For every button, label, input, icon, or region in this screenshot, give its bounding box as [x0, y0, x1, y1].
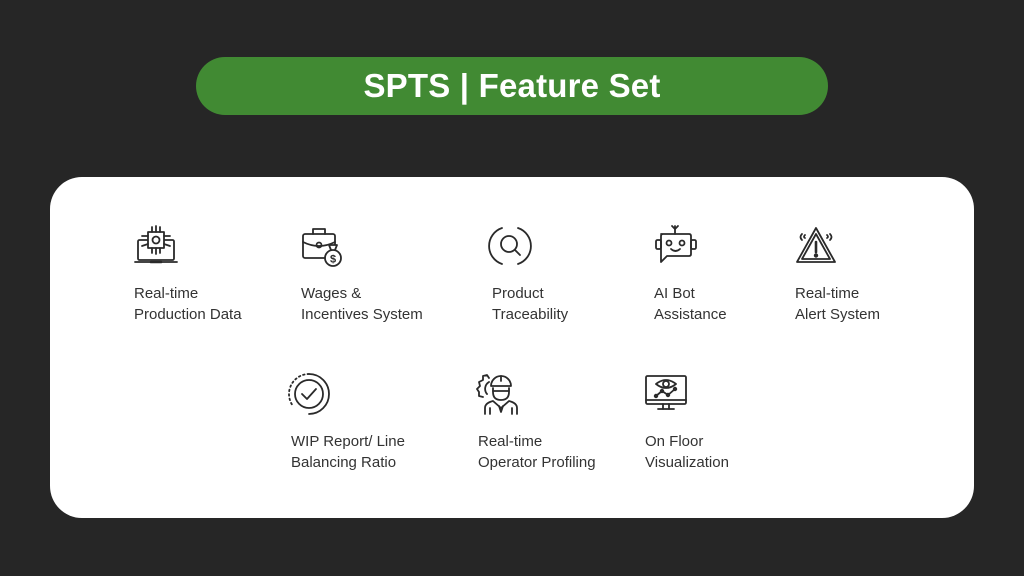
page-title: SPTS | Feature Set [363, 67, 661, 104]
title-banner: SPTS | Feature Set [196, 57, 828, 115]
feature-label: WIP Report/ Line Balancing Ratio [291, 433, 405, 471]
check-circle-icon [287, 372, 331, 416]
search-circle-icon [488, 224, 532, 268]
briefcase-money-bag-icon: $ [301, 224, 345, 268]
laptop-circuit-icon [134, 224, 178, 268]
feature-label: AI Bot Assistance [654, 285, 727, 323]
feature-label: Real-time Alert System [795, 285, 881, 323]
feature-label: Product Traceability [492, 285, 569, 323]
svg-text:$: $ [330, 254, 336, 266]
feature-label: Wages & Incentives System [301, 285, 423, 323]
feature-label: Real-time Operator Profiling [478, 433, 596, 471]
robot-chat-icon [653, 224, 697, 268]
worker-gear-icon [475, 372, 519, 416]
feature-label: Real-time Production Data [134, 285, 242, 323]
warning-triangle-icon [794, 224, 838, 268]
monitor-eye-chart-icon [644, 372, 688, 416]
feature-label: On Floor Visualization [645, 433, 729, 471]
